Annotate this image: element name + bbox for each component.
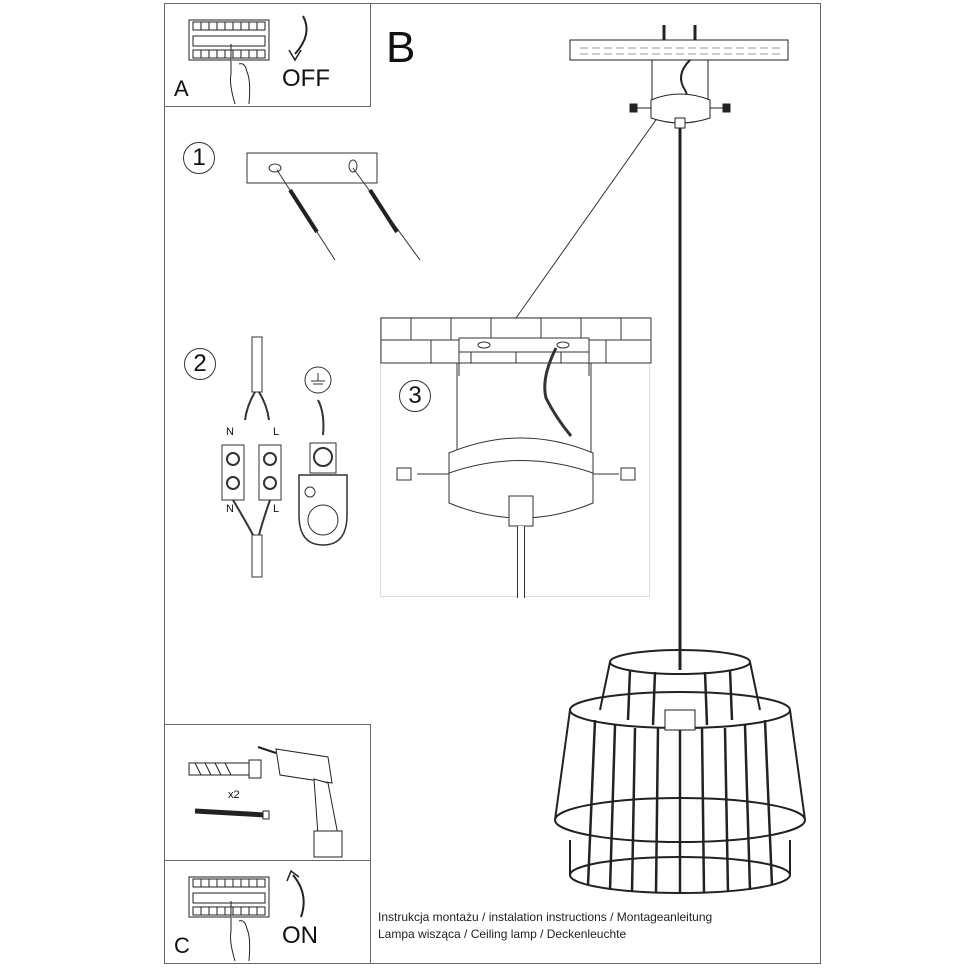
- tools-panel: x2: [164, 724, 371, 861]
- live-label-bottom: L: [273, 503, 280, 515]
- neutral-label-top: N: [226, 426, 234, 438]
- document-title: Instrukcja montażu / instalation instruc…: [378, 910, 713, 924]
- ceiling-anchor-holes-icon: [246, 152, 421, 261]
- document-subtitle: Lampa wisząca / Ceiling lamp / Deckenleu…: [378, 927, 627, 941]
- circuit-breaker-icon: [188, 19, 270, 105]
- live-label-top: L: [273, 426, 280, 438]
- wall-plug-icon: [188, 759, 262, 779]
- panel-letter-c: C: [174, 933, 190, 958]
- ceiling-lamp-illustration: [554, 25, 806, 894]
- panel-letter-b: B: [386, 23, 416, 72]
- step-1-badge: 1: [183, 142, 215, 174]
- canopy-bracket-icon: [380, 317, 652, 598]
- panel-a-power-off: OFF A: [164, 3, 371, 107]
- on-label: ON: [282, 922, 318, 949]
- panel-c-power-on: ON C: [164, 860, 371, 964]
- step-3-badge: 3: [399, 380, 431, 412]
- page-frame: [164, 3, 821, 964]
- off-label: OFF: [282, 65, 330, 92]
- circuit-breaker-icon: [188, 876, 270, 962]
- step-3-detail: 3: [380, 317, 652, 598]
- quantity-label: x2: [228, 789, 240, 801]
- arrow-up-icon: [286, 869, 305, 918]
- caption: Instrukcja montażu / instalation instruc…: [378, 909, 712, 943]
- arrow-down-icon: [288, 15, 308, 62]
- panel-letter-a: A: [174, 76, 189, 101]
- terminal-block-icon: [221, 336, 348, 578]
- drill-icon: [257, 746, 343, 858]
- screw-icon: [194, 808, 270, 820]
- neutral-label-bottom: N: [226, 503, 234, 515]
- step-2-badge: 2: [184, 348, 216, 380]
